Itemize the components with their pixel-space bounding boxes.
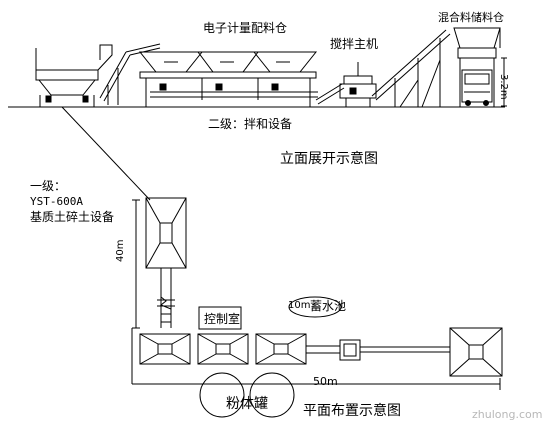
mixer-main — [339, 62, 377, 107]
powder-tanks — [199, 372, 295, 418]
plan-bin-3 — [255, 333, 307, 365]
water-pool — [288, 296, 342, 318]
plan-bin-2 — [197, 333, 249, 365]
label-powder-tanks: 粉体罐 — [226, 396, 268, 412]
label-water-pool: 蓄水池 — [310, 299, 347, 313]
label-level1-model: YST-600A — [30, 195, 83, 208]
label-control-room: 控制室 — [204, 312, 241, 326]
plan-conveyor-horizontal — [306, 339, 450, 361]
label-level1-title: 一级： — [30, 179, 67, 193]
leader-line — [61, 106, 151, 201]
feed-hopper — [35, 44, 113, 107]
plan-bin-1 — [139, 333, 191, 365]
dim-50m-line — [132, 378, 501, 390]
title-elevation-view: 立面展开示意图 — [280, 151, 378, 167]
plan-conveyor-vertical — [157, 268, 175, 328]
control-room-box — [198, 306, 242, 330]
incline-conveyor-3 — [371, 29, 451, 108]
watermark-text: zhulong.com — [472, 408, 543, 421]
crusher-top-view — [145, 197, 187, 269]
metering-bins — [138, 51, 318, 107]
dim-height-label: 3.2m — [498, 74, 509, 100]
plan-storage-bin — [449, 327, 503, 377]
label-level2-mixing: 二级：拌和设备 — [208, 117, 293, 131]
label-electronic-bins: 电子计量配料仓 — [203, 21, 288, 35]
dim-50m-label: 50m — [313, 375, 338, 388]
label-level1-desc: 基质土碎土设备 — [30, 210, 115, 224]
dim-40m-line — [131, 199, 140, 384]
plan-view-drawing — [131, 197, 503, 418]
label-mixer-main: 搅拌主机 — [330, 37, 379, 51]
label-pool-size: 10m — [288, 300, 311, 311]
elevation-view-drawing — [8, 27, 507, 108]
mix-storage-bin — [453, 27, 507, 107]
label-mix-storage-bin: 混合料储料仓 — [438, 11, 504, 24]
dim-40m-label: 40m — [115, 239, 126, 262]
title-plan-view: 平面布置示意图 — [303, 403, 401, 419]
incline-conveyor-1 — [99, 43, 161, 105]
